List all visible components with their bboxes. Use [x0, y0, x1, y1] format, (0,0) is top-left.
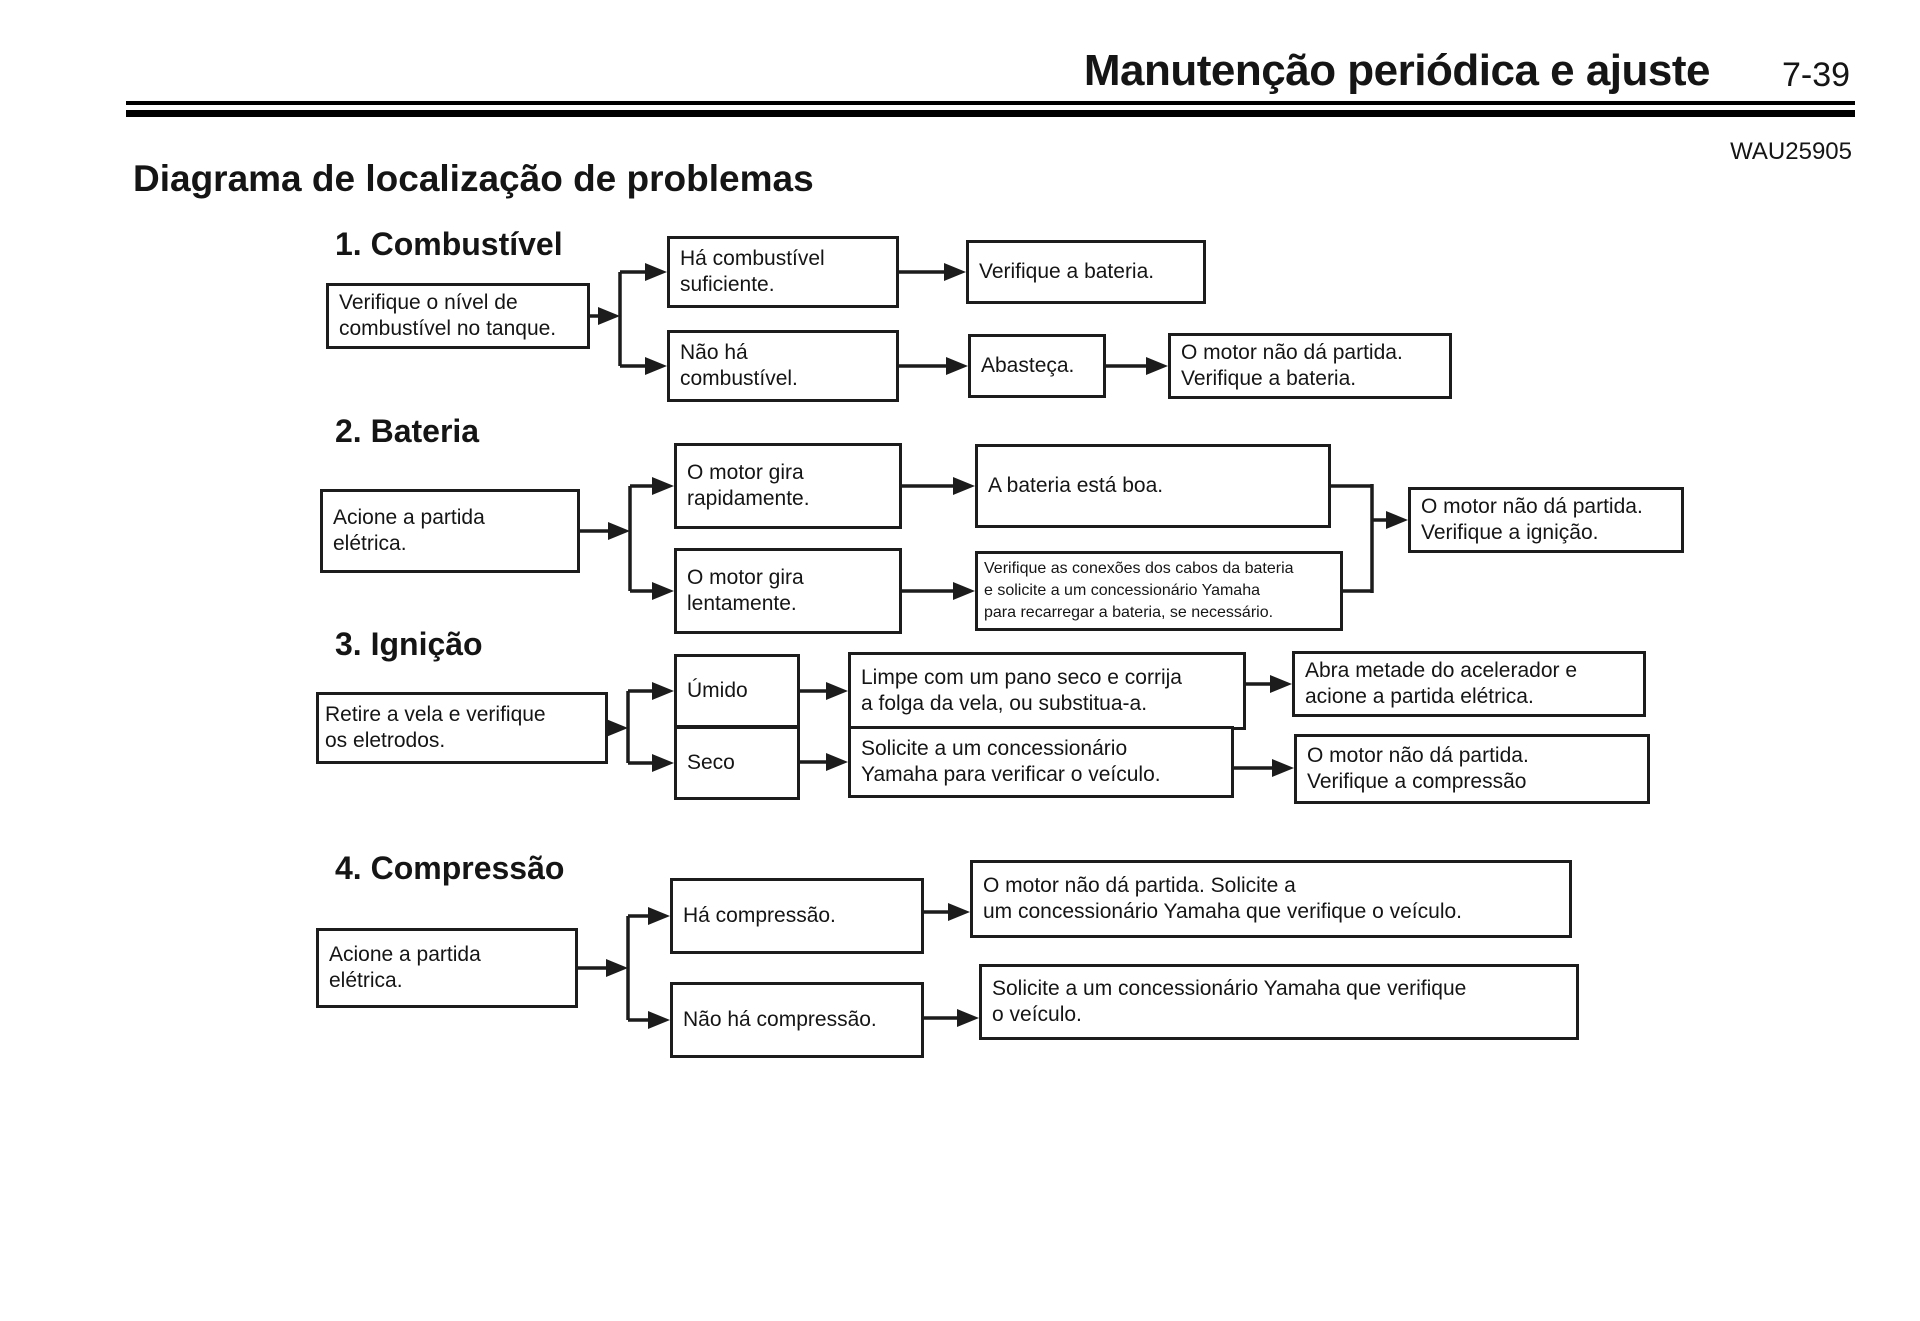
flow-box-battery-good: A bateria está boa. [975, 444, 1331, 528]
flow-box-fuel-sufficient: Há combustível suficiente. [667, 236, 899, 308]
flow-box-use-electric-starter-2: Acione a partida elétrica. [316, 928, 578, 1008]
page-number: 7-39 [1782, 56, 1851, 94]
doc-code: WAU25905 [1730, 138, 1852, 165]
flow-box-remove-spark-plug: Retire a vela e verifique os eletrodos. [316, 692, 608, 764]
flow-box-wet: Úmido [674, 654, 800, 728]
flow-box-compression-no: Não há compressão. [670, 982, 924, 1058]
page-heading: Diagrama de localização de problemas [133, 158, 814, 199]
flow-box-check-battery-cables: Verifique as conexões dos cabos da bater… [975, 551, 1343, 631]
section-title-ignition: 3. Ignição [335, 626, 483, 662]
flow-box-engine-no-start-dealer-check: O motor não dá partida. Solicite a um co… [970, 860, 1572, 938]
section-title-fuel: 1. Combustível [335, 226, 563, 262]
flow-box-engine-turns-slowly: O motor gira lentamente. [674, 548, 902, 634]
flow-box-engine-no-start-check-ignition: O motor não dá partida. Verifique a igni… [1408, 487, 1684, 553]
header-title: Manutenção periódica e ajuste [1083, 46, 1711, 95]
section-title-compression: 4. Compressão [335, 850, 565, 886]
flow-box-wipe-and-adjust-gap: Limpe com um pano seco e corrija a folga… [848, 652, 1246, 730]
flow-box-check-battery: Verifique a bateria. [966, 240, 1206, 304]
connectors-fuel [590, 263, 1168, 375]
flow-box-engine-no-start-check-battery: O motor não dá partida. Verifique a bate… [1168, 333, 1452, 399]
section-title-battery: 2. Bateria [335, 413, 480, 449]
header-rule-thin [126, 101, 1855, 105]
connectors-compression [578, 903, 979, 1029]
flow-box-check-fuel-level: Verifique o nível de combustível no tanq… [326, 283, 590, 349]
connectors-ignition [606, 675, 1294, 777]
header-rule-thick [126, 110, 1855, 117]
flow-box-open-throttle-half: Abra metade do acelerador e acione a par… [1292, 651, 1646, 717]
flow-box-compression-yes: Há compressão. [670, 878, 924, 954]
flow-box-use-electric-starter: Acione a partida elétrica. [320, 489, 580, 573]
connectors-battery [580, 477, 1408, 600]
flow-box-dealer-check-vehicle-2: Solicite a um concessionário Yamaha que … [979, 964, 1579, 1040]
flow-box-refuel: Abasteça. [968, 334, 1106, 398]
flow-box-dry: Seco [674, 726, 800, 800]
flow-box-engine-turns-quickly: O motor gira rapidamente. [674, 443, 902, 529]
flow-box-dealer-check-vehicle: Solicite a um concessionário Yamaha para… [848, 726, 1234, 798]
flow-box-no-fuel: Não há combustível. [667, 330, 899, 402]
flow-box-engine-no-start-check-compression: O motor não dá partida. Verifique a comp… [1294, 734, 1650, 804]
